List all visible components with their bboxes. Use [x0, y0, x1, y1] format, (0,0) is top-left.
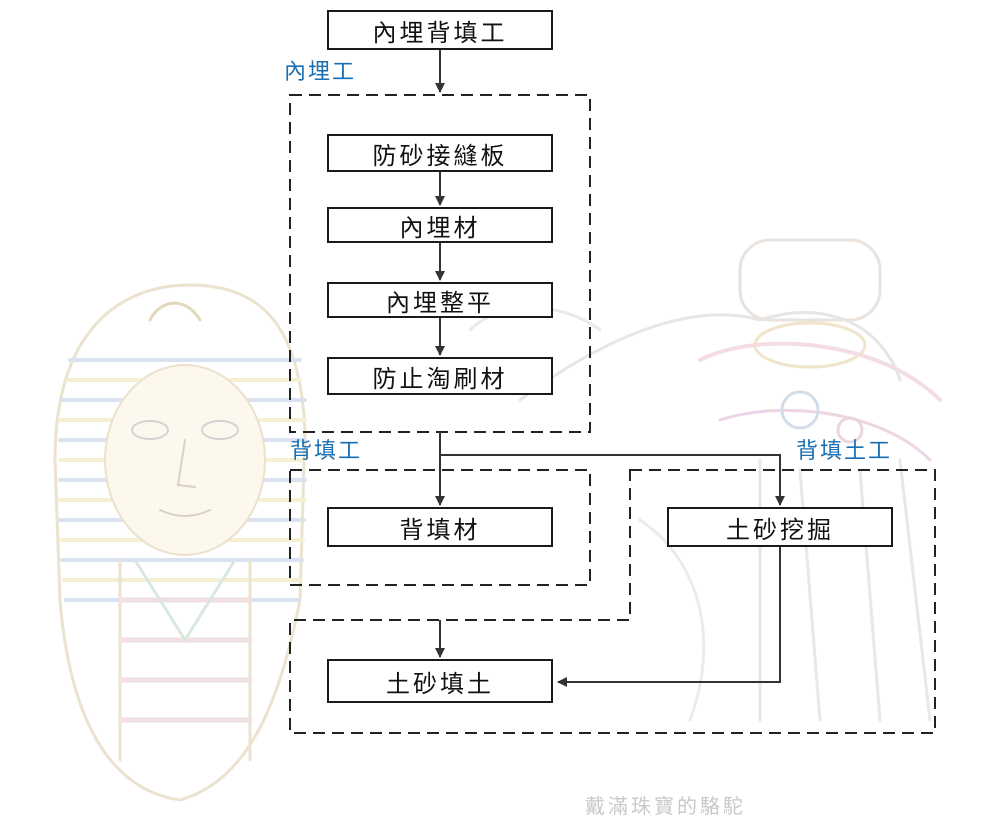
illustration-signature: 戴滿珠寶的駱駝	[585, 794, 746, 818]
arrow-excavation-to-fill	[557, 547, 781, 687]
group-label-earthwork: 背填土工	[796, 439, 893, 464]
group-label-embed: 內埋工	[284, 60, 357, 85]
embed-step-box: 防砂接縫板	[327, 134, 553, 172]
arrow-to-earth-excavation	[440, 454, 785, 506]
group-label-backfill: 背填工	[290, 439, 363, 464]
group-earthwork-outline	[289, 469, 936, 734]
embed-step-box: 內埋整平	[327, 282, 553, 318]
earth-excavation-box: 土砂挖掘	[667, 507, 893, 547]
top-process-box: 內埋背填工	[327, 10, 553, 50]
embed-step-box: 防止淘刷材	[327, 357, 553, 395]
earth-fill-box: 土砂填土	[327, 659, 553, 703]
pharaoh-mask-illustration	[53, 283, 307, 802]
backfill-material-box: 背填材	[327, 507, 553, 547]
camel-illustration	[468, 238, 942, 722]
embed-step-box: 內埋材	[327, 207, 553, 243]
